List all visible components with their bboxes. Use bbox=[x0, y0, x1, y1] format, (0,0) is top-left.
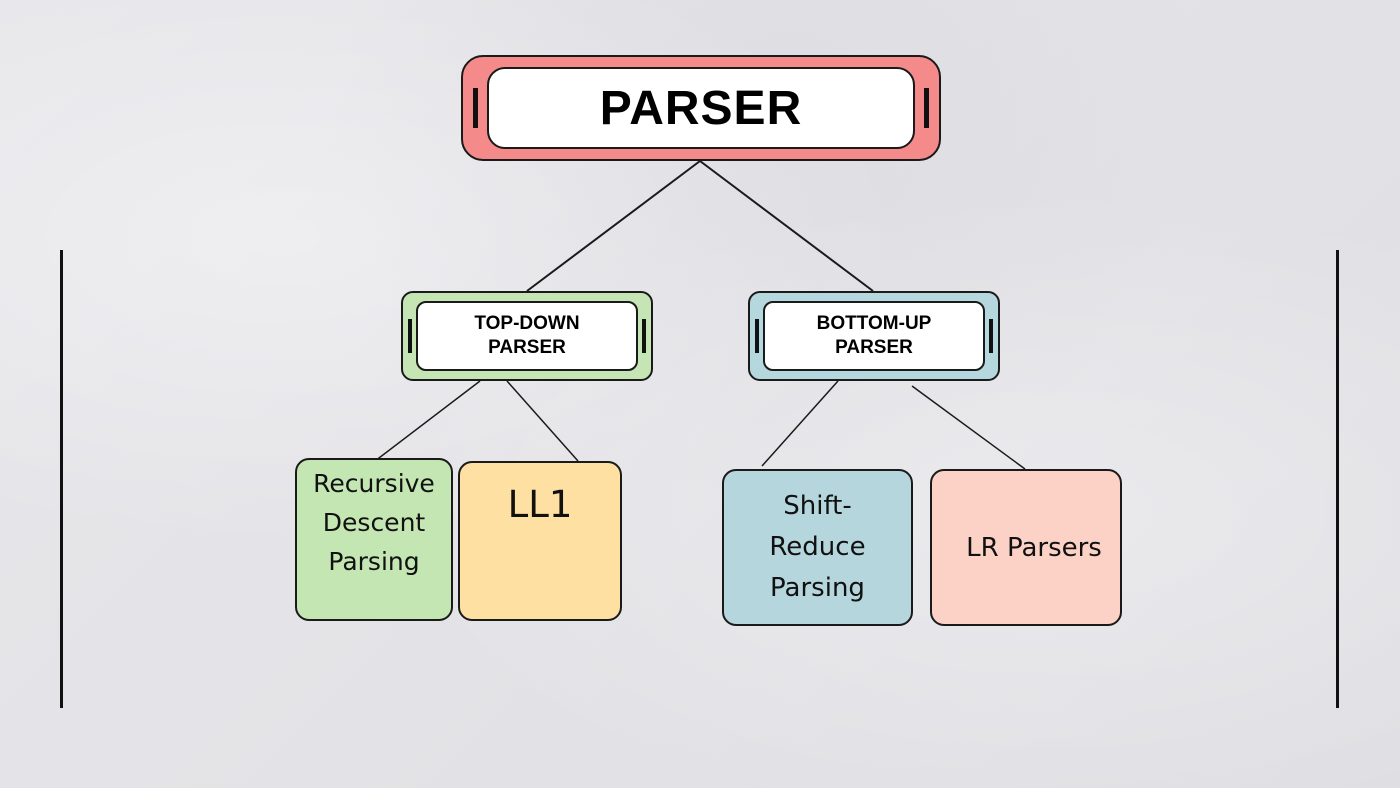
recursive-descent-line2: Descent bbox=[322, 508, 426, 537]
recursive-descent-parsing-node: Recursive Descent Parsing bbox=[295, 458, 453, 621]
bottom-up-label-line1: BOTTOM-UP bbox=[816, 313, 932, 334]
top-down-left-tick bbox=[408, 319, 412, 353]
recursive-descent-line3: Parsing bbox=[328, 547, 420, 576]
parser-root-label-box: PARSER bbox=[487, 67, 915, 149]
ll1-node: LL1 bbox=[458, 461, 622, 621]
bottom-up-right-tick bbox=[989, 319, 993, 353]
shift-reduce-line3: Parsing bbox=[770, 573, 865, 603]
connector-bottom-up-to-lr bbox=[911, 385, 1026, 470]
top-down-label-line2: PARSER bbox=[488, 337, 566, 358]
parser-root-label: PARSER bbox=[599, 81, 803, 135]
recursive-descent-line1: Recursive bbox=[313, 469, 435, 498]
top-down-parser-node: TOP-DOWN PARSER bbox=[401, 291, 653, 381]
shift-reduce-line1: Shift- bbox=[783, 491, 852, 521]
connector-root-to-top-down bbox=[526, 160, 701, 292]
connector-bottom-up-to-shift-reduce bbox=[761, 380, 839, 467]
parser-root-node: PARSER bbox=[461, 55, 941, 161]
lr-parsers-label: LR Parsers bbox=[966, 532, 1102, 563]
left-vertical-bar bbox=[60, 250, 63, 708]
shift-reduce-parsing-node: Shift- Reduce Parsing bbox=[722, 469, 913, 626]
root-right-tick bbox=[924, 88, 929, 128]
top-down-label-box: TOP-DOWN PARSER bbox=[416, 301, 638, 371]
top-down-label-line1: TOP-DOWN bbox=[474, 313, 580, 334]
lr-parsers-node: LR Parsers bbox=[930, 469, 1122, 626]
connector-top-down-to-recursive-descent bbox=[374, 380, 481, 462]
top-down-right-tick bbox=[642, 319, 646, 353]
connector-root-to-bottom-up bbox=[699, 160, 874, 292]
shift-reduce-line2: Reduce bbox=[769, 532, 866, 562]
bottom-up-label-box: BOTTOM-UP PARSER bbox=[763, 301, 985, 371]
connector-top-down-to-ll1 bbox=[506, 380, 579, 462]
right-vertical-bar bbox=[1336, 250, 1339, 708]
bottom-up-parser-node: BOTTOM-UP PARSER bbox=[748, 291, 1000, 381]
bottom-up-label-line2: PARSER bbox=[835, 337, 913, 358]
root-left-tick bbox=[473, 88, 478, 128]
bottom-up-left-tick bbox=[755, 319, 759, 353]
ll1-label: LL1 bbox=[507, 483, 573, 526]
